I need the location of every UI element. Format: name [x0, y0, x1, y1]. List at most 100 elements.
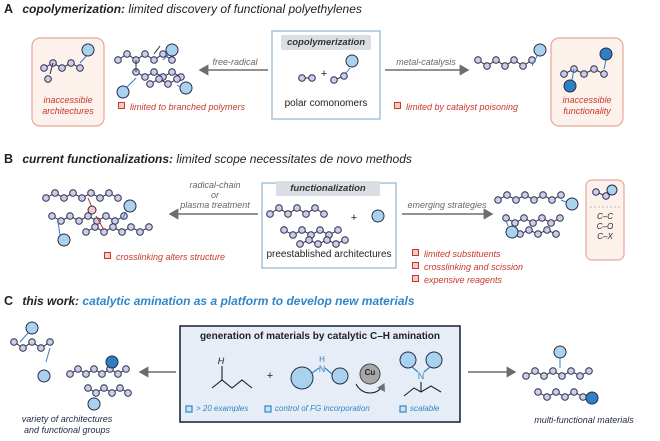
section-a-header: A copolymerization: limited discovery of… — [4, 2, 362, 16]
crosslink-icon — [87, 205, 97, 215]
limitation-text: limited substituents — [424, 249, 501, 259]
section-letter: B — [4, 152, 14, 166]
section-letter: A — [4, 2, 14, 16]
polymer-chain — [84, 384, 132, 397]
polymer-chain — [296, 236, 349, 248]
pendant-group-icon — [565, 197, 579, 211]
functionalization-title: functionalization — [276, 181, 380, 196]
h-atom-label: H — [217, 356, 225, 366]
polymer-chain — [40, 59, 84, 72]
bond-types-list: C–C C–O C–X — [586, 212, 624, 242]
amination-panel — [179, 325, 461, 423]
pendant-group-icon — [37, 369, 51, 383]
polymer-chain — [42, 189, 122, 202]
reagent-icon — [371, 209, 385, 223]
polymer-chain — [516, 226, 560, 238]
label-line: plasma treatment — [180, 200, 250, 210]
polymer-chain — [280, 226, 342, 239]
free-radical-label: free-radical — [212, 57, 258, 67]
scission-limitation: crosslinking and scission — [412, 262, 523, 272]
polymer-chain — [10, 338, 54, 352]
functional-group-icon — [105, 355, 119, 369]
pendant-group-icon — [87, 397, 101, 411]
plus-sign: + — [320, 68, 328, 80]
limitation-marker-icon — [394, 102, 401, 109]
polymer-chain-icons — [10, 43, 618, 411]
pendant-group-icon — [81, 43, 95, 57]
label-line: radical-chain — [189, 180, 241, 190]
pendant-group-icon — [116, 85, 130, 99]
feature-scalable: scalable — [410, 404, 440, 413]
pendant-group-icon — [123, 199, 137, 213]
preestablished-caption: preestablished architectures — [266, 249, 392, 260]
ethylene-monomer-icon — [298, 74, 316, 82]
radical-chain-label: radical-chain or plasma treatment — [175, 180, 255, 210]
caption-line: variety of architectures — [21, 414, 113, 424]
polar-comonomers-caption: polar comonomers — [284, 98, 368, 109]
section-title: copolymerization: — [22, 2, 126, 16]
bond-type: C–C — [596, 212, 613, 221]
pendant-group-icon — [165, 43, 179, 57]
functionalization-box — [261, 182, 397, 269]
caption-line: and functional groups — [23, 425, 111, 435]
crosslinking-limitation: crosslinking alters structure — [104, 252, 225, 262]
functional-group-icon — [599, 47, 613, 61]
architectures-caption: variety of architectures and functional … — [2, 414, 132, 436]
inaccessible-functionality-label: inaccessible functionality — [562, 95, 612, 116]
bond-type: C–X — [597, 232, 613, 241]
bond-types-box — [585, 179, 625, 261]
section-b-header: B current functionalizations: limited sc… — [4, 152, 412, 166]
label-line: or — [210, 190, 219, 200]
cu-label: Cu — [364, 368, 376, 377]
feature-control: control of FG incorporation — [275, 404, 370, 413]
polymer-chain — [146, 75, 181, 88]
pendant-group-icon — [553, 345, 567, 359]
functional-group-icon — [585, 391, 599, 405]
section-title: current functionalizations: — [22, 152, 174, 166]
limitation-marker-icon — [118, 102, 125, 109]
section-letter: C — [4, 294, 14, 308]
pendant-group-icon — [179, 81, 193, 95]
limitation-marker-icon — [412, 275, 419, 282]
section-c-header: C this work: catalytic amination as a pl… — [4, 294, 415, 308]
metal-catalysis-label: metal-catalysis — [396, 57, 456, 67]
limitation-text: limited by catalyst poisoning — [406, 102, 519, 112]
copolymerization-title: copolymerization — [281, 35, 371, 50]
feature-examples: > 20 examples — [196, 404, 249, 413]
amine-reagent-icon — [290, 366, 349, 390]
pendant-group-icon — [505, 225, 519, 239]
polymer-bead-icon — [44, 75, 52, 83]
polymer-chain — [48, 212, 128, 225]
pendant-group-icon — [345, 54, 359, 68]
polymer-chain — [66, 365, 130, 378]
plus-sign: + — [350, 212, 358, 224]
polymer-chain — [560, 65, 608, 78]
limitation-marker-icon — [412, 262, 419, 269]
section-subtitle: limited discovery of functional polyethy… — [128, 2, 362, 16]
limitation-marker-icon — [104, 252, 111, 259]
polymer-chain — [502, 214, 564, 227]
pendant-group-icon — [25, 321, 39, 335]
pendant-group-icon — [533, 43, 547, 57]
nh-n-label: N — [318, 364, 326, 374]
pendant-group-icon — [606, 184, 618, 196]
product-n-label: N — [417, 371, 425, 381]
polymer-chain — [266, 204, 328, 218]
branched-limitation: limited to branched polymers — [118, 102, 245, 112]
substituents-limitation: limited substituents — [412, 249, 501, 259]
poisoning-limitation: limited by catalyst poisoning — [394, 102, 518, 112]
pendant-group-icon — [57, 233, 71, 247]
plus-sign: + — [266, 370, 274, 382]
copper-catalyst-icon — [355, 363, 385, 394]
amination-panel-title: generation of materials by catalytic C–H… — [199, 331, 441, 342]
section-subtitle: limited scope necessitates de novo metho… — [176, 152, 412, 166]
aminated-product-icon — [399, 351, 443, 397]
limitation-text: expensive reagents — [424, 275, 503, 285]
inaccessible-architectures-label: inaccessible architectures — [42, 95, 94, 116]
polymer-chain — [534, 388, 587, 401]
polymer-chain — [494, 191, 565, 204]
emerging-strategies-label: emerging strategies — [407, 200, 487, 210]
nh-h-label: H — [319, 355, 325, 364]
polymer-chain — [522, 367, 593, 380]
